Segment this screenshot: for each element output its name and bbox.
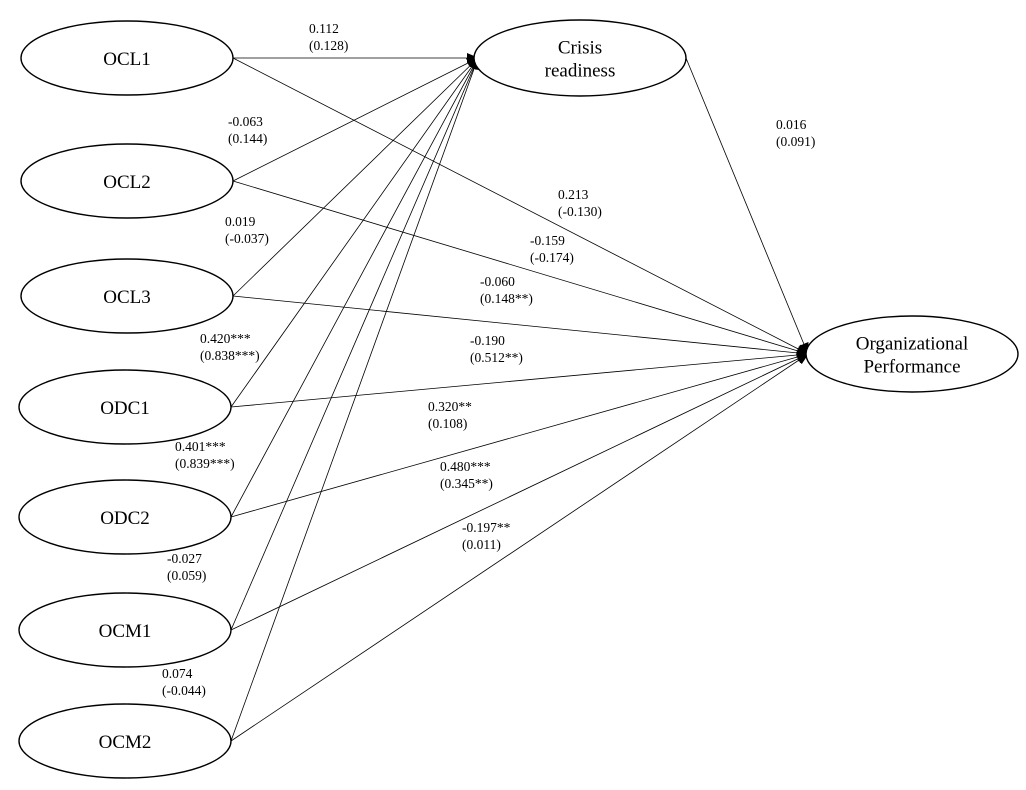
edge-ocl2-to-op xyxy=(232,180,809,356)
coefficient-estimate: 0.016 xyxy=(776,117,807,132)
node-label: Organizational xyxy=(856,334,969,355)
node-ocm2: OCM2 xyxy=(18,703,232,779)
coefficient-secondary: (0.144) xyxy=(228,131,267,146)
coefficient-ocl1-cr: 0.112 (0.128) xyxy=(309,21,348,53)
coefficient-ocl3-cr: 0.019 (-0.037) xyxy=(225,214,269,246)
coefficient-estimate: 0.420*** xyxy=(200,331,251,346)
coefficient-cr-op: 0.016 (0.091) xyxy=(776,117,815,149)
coefficient-estimate: 0.019 xyxy=(225,214,256,229)
coefficient-odc2-op: 0.320** (0.108) xyxy=(428,399,472,431)
node-label: Performance xyxy=(863,357,960,378)
coefficient-secondary: (0.108) xyxy=(428,416,467,431)
coefficient-secondary: (-0.044) xyxy=(162,683,206,698)
node-ellipse xyxy=(20,258,234,334)
node-odc2: ODC2 xyxy=(18,479,232,555)
node-label: Crisis xyxy=(558,38,602,59)
node-ocl2: OCL2 xyxy=(20,143,234,219)
node-ellipse xyxy=(18,703,232,779)
edge-odc1-to-op xyxy=(230,350,809,408)
coefficient-estimate: 0.401*** xyxy=(175,439,226,454)
edge-odc2-to-op xyxy=(230,352,809,518)
coefficient-secondary: (-0.130) xyxy=(558,204,602,219)
coefficient-secondary: (-0.037) xyxy=(225,231,269,246)
coefficient-secondary: (0.128) xyxy=(309,38,348,53)
coefficient-odc2-cr: 0.401*** (0.839***) xyxy=(175,439,235,471)
coefficient-ocm2-cr: 0.074 (-0.044) xyxy=(162,666,206,698)
node-label: OCL3 xyxy=(103,287,151,308)
coefficient-secondary: (0.148**) xyxy=(480,291,533,306)
coefficient-ocl2-cr: -0.063 (0.144) xyxy=(228,114,267,146)
coefficient-estimate: -0.060 xyxy=(480,274,515,289)
edge-ocm1-to-cr xyxy=(230,57,479,631)
coefficient-secondary: (0.011) xyxy=(462,537,501,552)
coefficient-ocm1-cr: -0.027 (0.059) xyxy=(167,551,206,583)
coefficient-secondary: (0.345**) xyxy=(440,476,493,491)
edge-odc1-to-cr xyxy=(230,57,479,408)
node-ocm1: OCM1 xyxy=(18,592,232,668)
coefficient-ocm2-op: -0.197** (0.011) xyxy=(462,520,511,552)
coefficient-ocm1-op: 0.480*** (0.345**) xyxy=(440,459,493,491)
node-ellipse xyxy=(18,479,232,555)
coefficient-odc1-cr: 0.420*** (0.838***) xyxy=(200,331,260,363)
node-odc1: ODC1 xyxy=(18,369,232,445)
coefficient-estimate: -0.190 xyxy=(470,333,505,348)
coefficient-secondary: (0.838***) xyxy=(200,348,260,363)
node-ocl3: OCL3 xyxy=(20,258,234,334)
node-label: ODC1 xyxy=(100,398,150,419)
edge-ocm2-to-cr xyxy=(230,57,479,742)
edge-ocl3-to-op xyxy=(232,295,809,358)
node-ellipse xyxy=(18,369,232,445)
node-label: OCM2 xyxy=(99,732,152,753)
node-label: OCL2 xyxy=(103,172,151,193)
node-label: readiness xyxy=(545,61,616,82)
coefficient-estimate: -0.027 xyxy=(167,551,202,566)
coefficient-estimate: 0.213 xyxy=(558,187,589,202)
node-label: OCL1 xyxy=(103,49,151,70)
node-label: ODC2 xyxy=(100,508,150,529)
node-label: OCM1 xyxy=(99,621,152,642)
node-ellipse xyxy=(20,143,234,219)
coefficient-secondary: (0.839***) xyxy=(175,456,235,471)
coefficient-estimate: 0.480*** xyxy=(440,459,491,474)
coefficient-labels-layer: 0.112(0.128)-0.063(0.144)0.019(-0.037)0.… xyxy=(162,21,815,698)
coefficient-secondary: (0.512**) xyxy=(470,350,523,365)
edge-ocl3-to-cr xyxy=(232,57,479,297)
node-ellipse xyxy=(473,19,687,97)
coefficient-estimate: 0.112 xyxy=(309,21,339,36)
edge-cr-to-op xyxy=(685,57,809,355)
coefficient-estimate: -0.159 xyxy=(530,233,565,248)
coefficient-estimate: -0.197** xyxy=(462,520,511,535)
node-ellipse xyxy=(20,20,234,96)
edge-odc2-to-cr xyxy=(230,57,479,518)
edge-ocm1-to-op xyxy=(230,353,809,631)
coefficient-secondary: (0.091) xyxy=(776,134,815,149)
coefficient-ocl3-op: -0.060 (0.148**) xyxy=(480,274,533,306)
coefficient-estimate: 0.320** xyxy=(428,399,472,414)
coefficient-estimate: 0.074 xyxy=(162,666,193,681)
node-ellipse xyxy=(18,592,232,668)
edge-ocl2-to-cr xyxy=(232,57,479,182)
edges-layer xyxy=(230,53,809,742)
node-ocl1: OCL1 xyxy=(20,20,234,96)
coefficient-estimate: -0.063 xyxy=(228,114,263,129)
node-ellipse xyxy=(805,315,1019,393)
coefficient-secondary: (0.059) xyxy=(167,568,206,583)
coefficient-secondary: (-0.174) xyxy=(530,250,574,265)
coefficient-ocl1-op: 0.213 (-0.130) xyxy=(558,187,602,219)
coefficient-odc1-op: -0.190 (0.512**) xyxy=(470,333,523,365)
edge-ocl1-to-op xyxy=(232,57,809,355)
edge-ocm2-to-op xyxy=(230,353,809,742)
coefficient-ocl2-op: -0.159 (-0.174) xyxy=(530,233,574,265)
